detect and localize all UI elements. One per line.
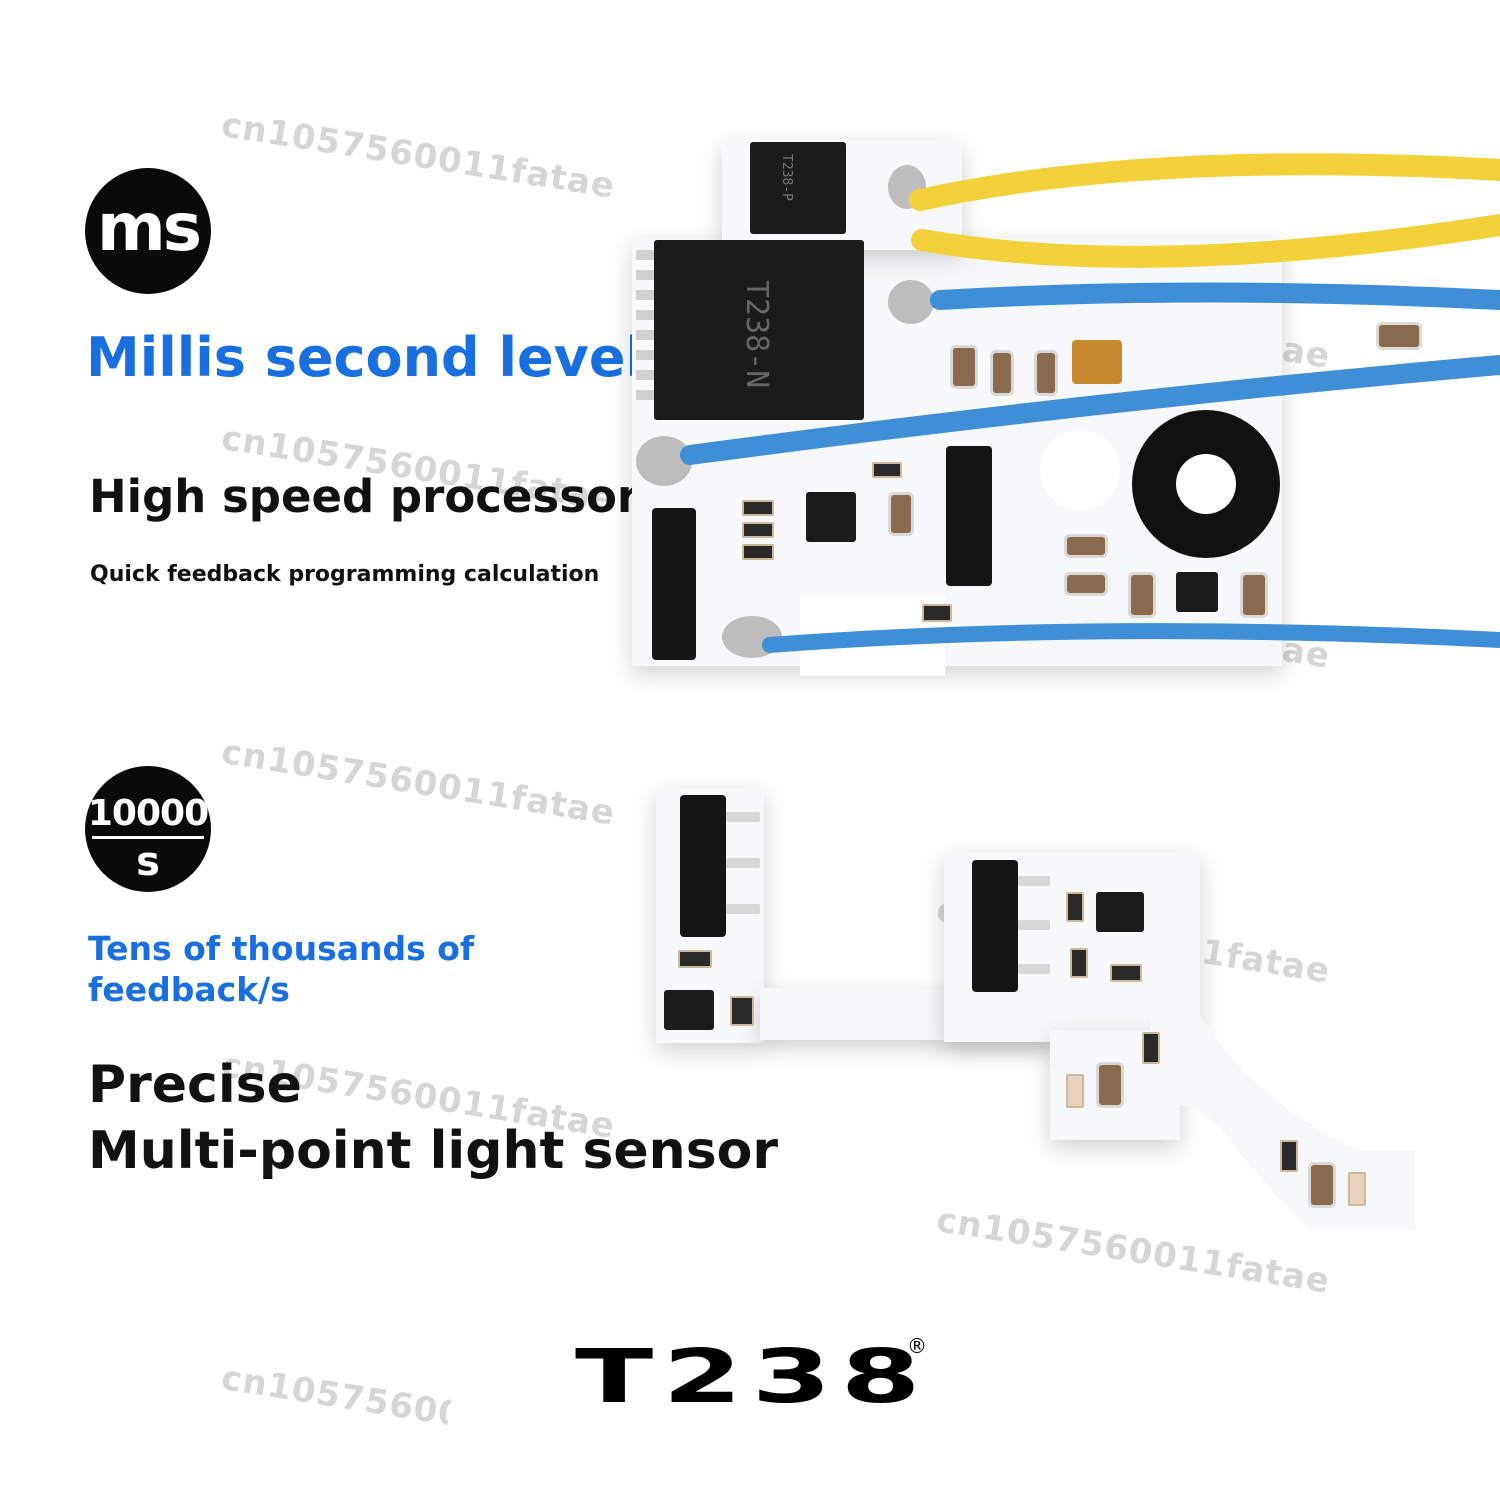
capacitor [1376, 322, 1422, 350]
capacitor [990, 350, 1014, 396]
sensor-pcb-tail [1150, 900, 1415, 1230]
brand-logo: T238 ® [575, 1334, 927, 1414]
registered-mark: ® [907, 1334, 927, 1358]
badge-fraction-line [92, 836, 204, 839]
capacitor [1128, 572, 1156, 618]
resistor [1066, 892, 1084, 922]
precise-title: Precise Multi-point light sensor [88, 1052, 778, 1184]
capacitor [1308, 1162, 1336, 1208]
tens-heading-line1: Tens of thousands of [88, 929, 475, 968]
tens-heading-line2: feedback/s [88, 970, 290, 1009]
precise-title-line2: Multi-point light sensor [88, 1121, 779, 1181]
photo-diode [1066, 1074, 1084, 1108]
mosfet-chip-large: T238-N [654, 240, 864, 420]
resistor [872, 462, 902, 478]
resistor [1142, 1032, 1160, 1064]
transistor [1176, 572, 1218, 612]
ms-badge-text: ms [96, 189, 202, 266]
pcb-hole [1040, 430, 1120, 510]
capacitor [1064, 572, 1108, 596]
per-second-badge: 10000 s [85, 766, 211, 892]
tens-heading: Tens of thousands of feedback/s [88, 928, 508, 1010]
header-pin [726, 904, 760, 914]
header-pin [726, 858, 760, 868]
solder-joint [888, 280, 934, 324]
header-pin [726, 812, 760, 822]
precise-title-line1: Precise [88, 1055, 302, 1115]
pin-header [946, 446, 992, 586]
header-pin [1018, 920, 1050, 930]
photo-diode [1348, 1172, 1366, 1206]
tantalum-capacitor [1072, 340, 1122, 384]
chip-pins [636, 250, 654, 410]
badge-number: 10000 [87, 793, 209, 834]
capacitor [1064, 534, 1108, 558]
resistor [678, 950, 712, 968]
blue-wire [762, 623, 1500, 653]
header-pin [1018, 964, 1050, 974]
processor-chip [806, 492, 856, 542]
sensor-transistor [664, 990, 714, 1030]
pin-header [652, 508, 696, 660]
blue-wire [930, 282, 1500, 310]
fuse [730, 996, 754, 1026]
header-pin [1018, 876, 1050, 886]
mosfet-chip-small: T238-P [750, 142, 846, 234]
resistor [1070, 948, 1088, 978]
resistor [742, 522, 774, 538]
resistor [922, 604, 952, 622]
capacitor [950, 345, 978, 389]
yellow-wire [909, 153, 1500, 211]
capacitor [888, 492, 914, 536]
sensor-pin-header [972, 860, 1018, 992]
resistor [1110, 964, 1142, 982]
pcb-ring-hole [1176, 454, 1236, 514]
sensor-pin-header [680, 795, 726, 937]
blue-wire [680, 355, 1500, 465]
capacitor [1096, 1062, 1124, 1108]
resistor [1280, 1140, 1298, 1172]
resistor [742, 544, 774, 560]
millis-heading: Millis second level [86, 326, 644, 389]
capacitor [1240, 572, 1268, 618]
badge-unit: s [136, 839, 160, 885]
yellow-wire [911, 214, 1500, 268]
high-speed-title: High speed processor [89, 470, 640, 523]
ms-badge: ms [85, 168, 211, 294]
sensor-transistor [1096, 892, 1144, 932]
capacitor [1034, 350, 1058, 396]
brand-logo-text: T238 [575, 1334, 930, 1420]
quick-feedback-subtitle: Quick feedback programming calculation [90, 562, 600, 587]
resistor [742, 500, 774, 516]
